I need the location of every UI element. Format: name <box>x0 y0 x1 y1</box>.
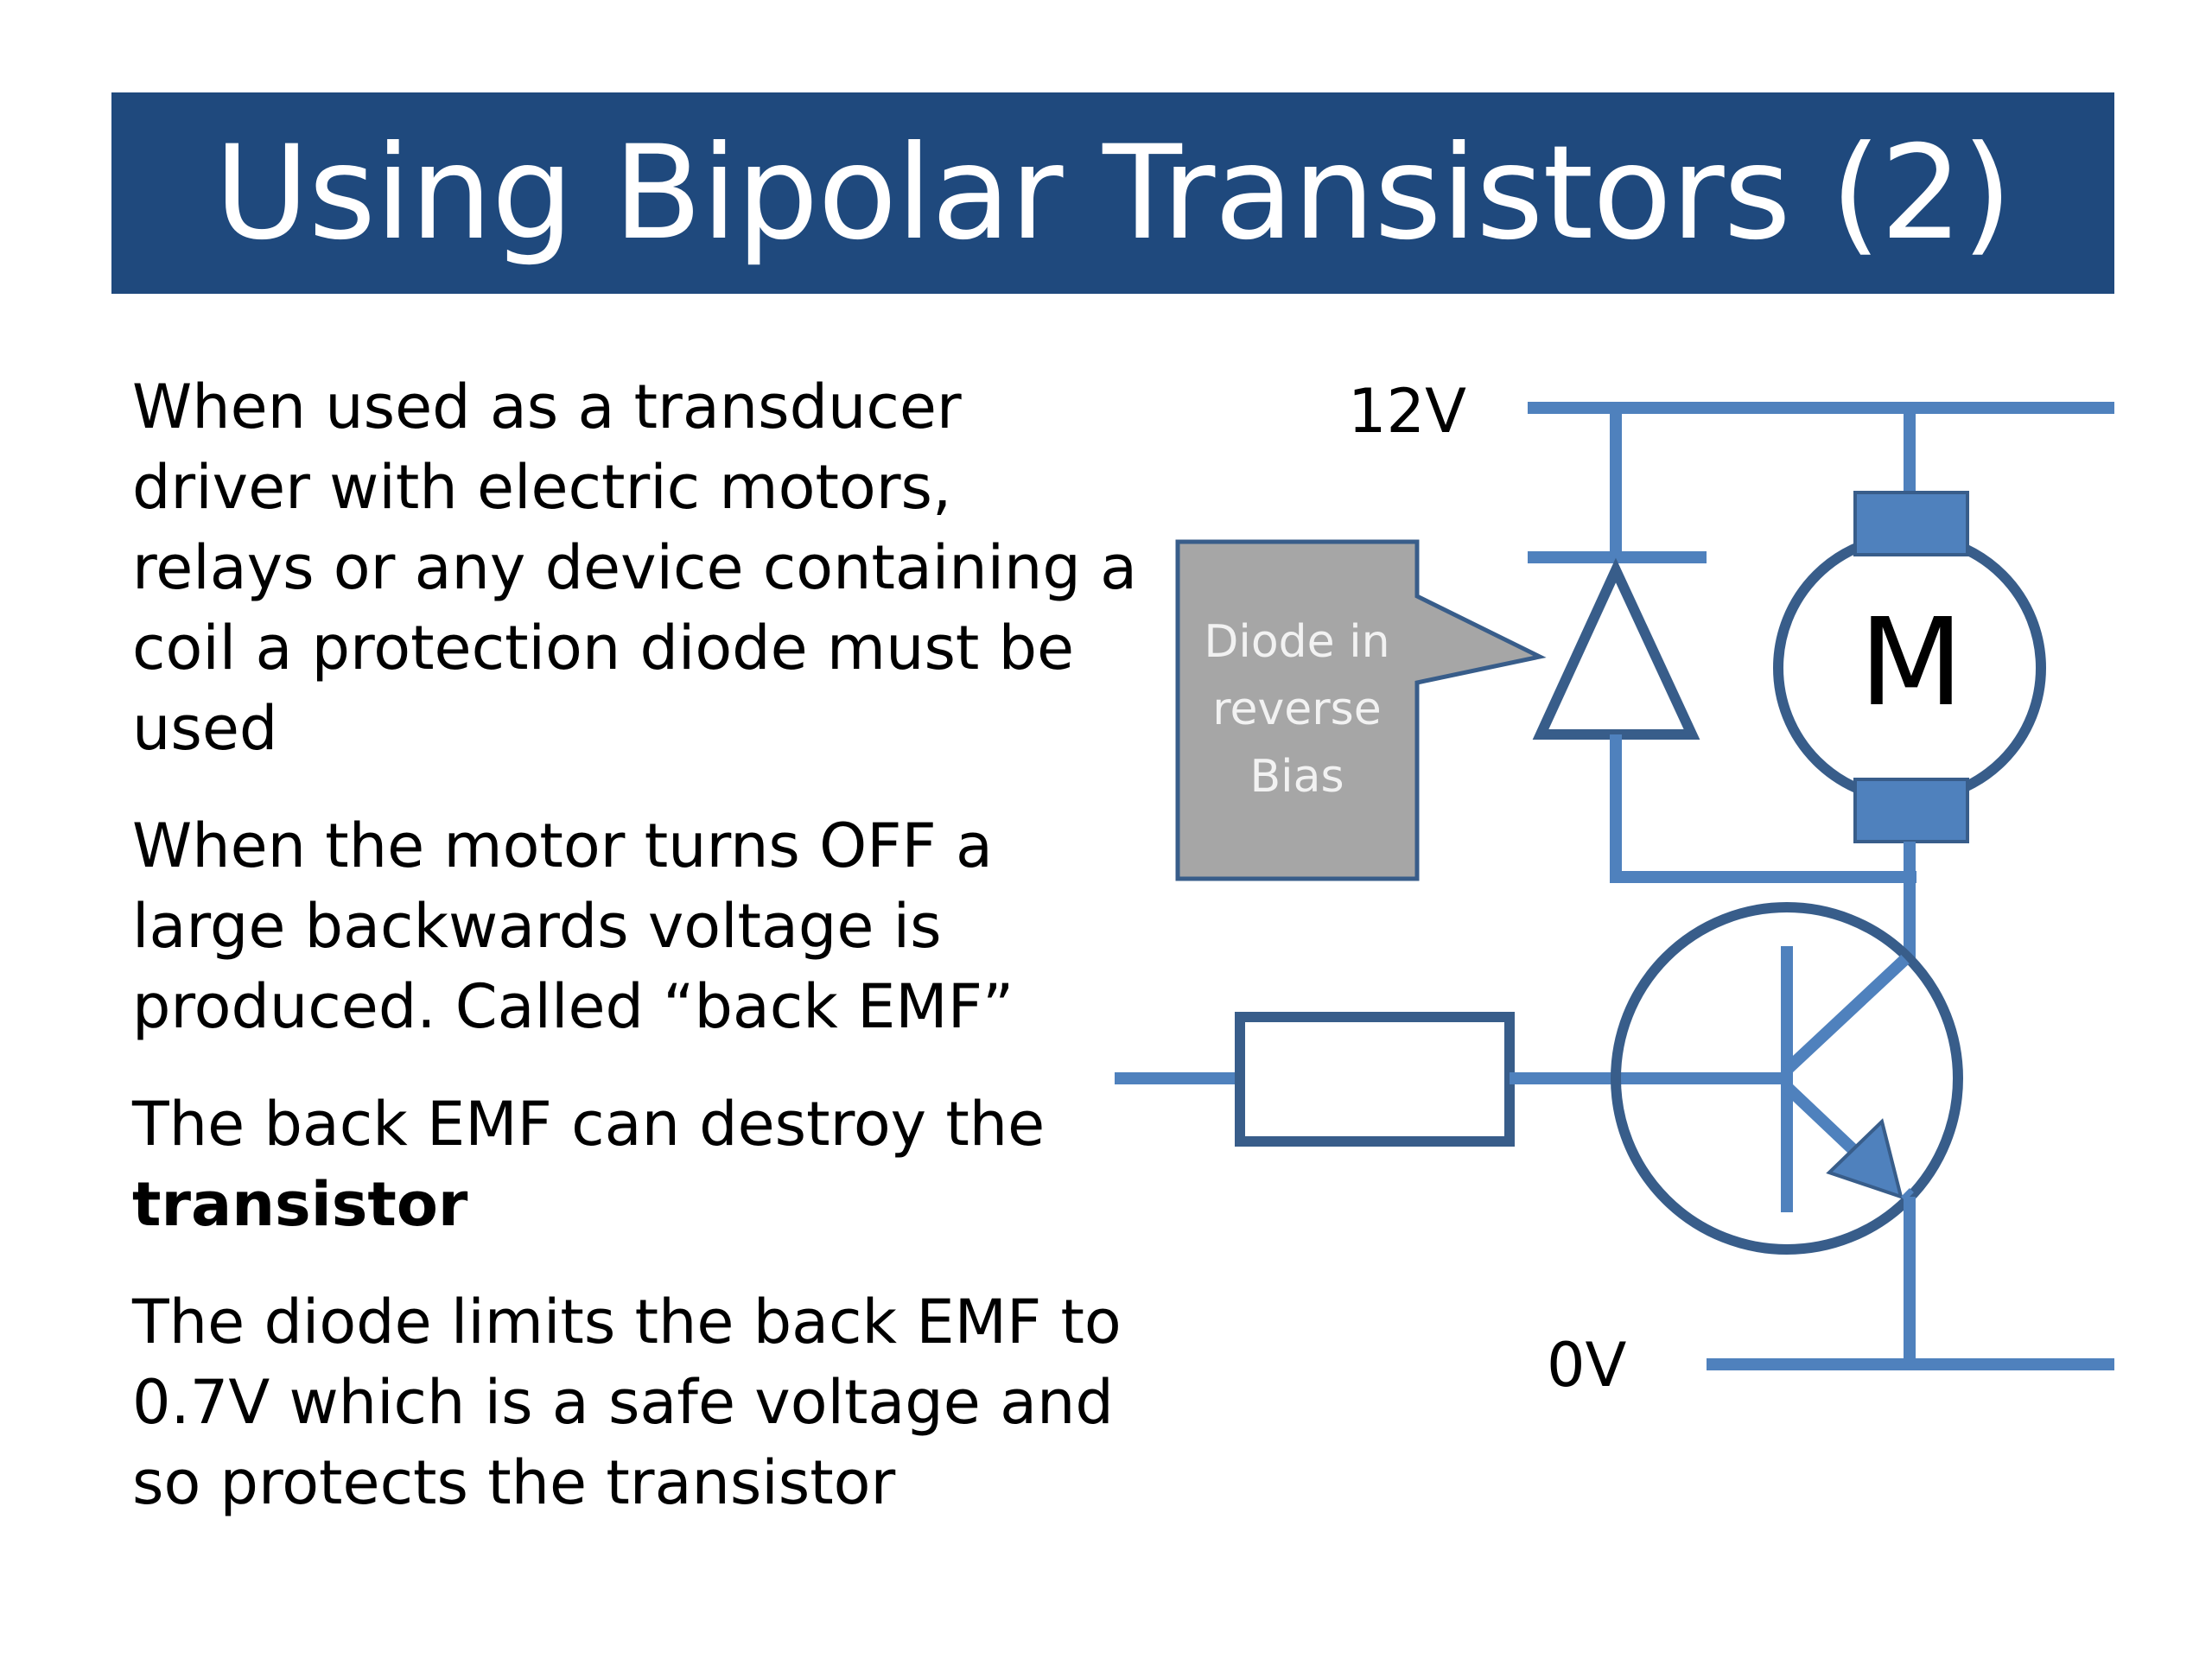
paragraph-destroy-bold: transistor <box>132 1169 468 1240</box>
paragraph-back-emf: When the motor turns OFF a large backwar… <box>132 810 1014 1042</box>
title-bar: Using Bipolar Transistors (2) <box>111 92 2114 294</box>
diode-icon <box>1528 408 1916 883</box>
motor-label: M <box>1859 593 1964 734</box>
callout-line-3: Bias <box>1249 751 1344 803</box>
callout-line-1: Diode in <box>1204 616 1389 668</box>
diode-callout: Diode in reverse Bias <box>1175 539 1547 881</box>
paragraph-diode-requirement: When used as a transducer driver with el… <box>132 372 1137 764</box>
paragraph-destroy-text: The back EMF can destroy the <box>132 1089 1046 1160</box>
paragraph-diode-limits: The diode limits the back EMF to 0.7V wh… <box>132 1287 1122 1518</box>
body-text: When used as a transducer driver with el… <box>132 367 1152 1560</box>
callout-line-2: reverse <box>1212 683 1381 735</box>
ground-label: 0V <box>1547 1330 1627 1401</box>
motor-icon: M <box>1773 408 2046 959</box>
npn-transistor-icon <box>1611 902 1963 1364</box>
resistor-icon <box>1115 1012 1787 1147</box>
slide-title: Using Bipolar Transistors (2) <box>214 118 2012 269</box>
supply-label: 12V <box>1348 376 1466 447</box>
paragraph-destroy-transistor: The back EMF can destroy the transistor <box>132 1084 1152 1245</box>
